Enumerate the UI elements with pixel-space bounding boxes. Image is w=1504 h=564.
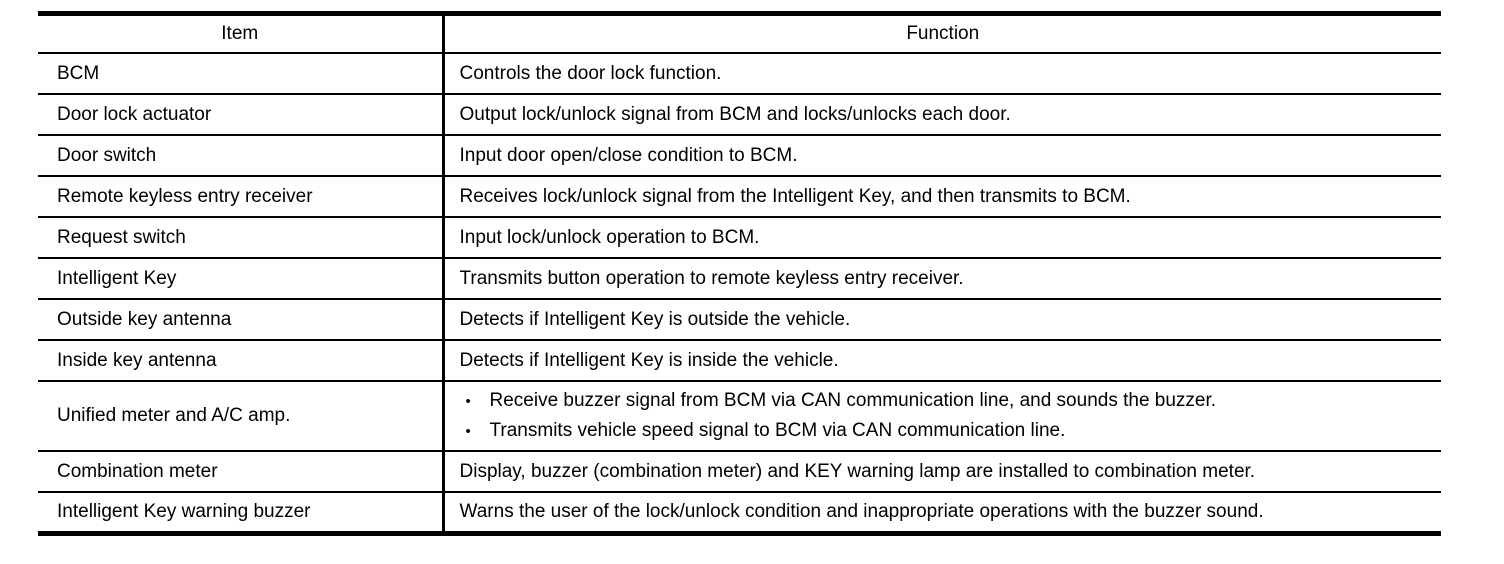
- item-cell: Combination meter: [38, 450, 445, 492]
- function-bullet-text: Transmits vehicle speed signal to BCM vi…: [489, 420, 1066, 441]
- function-cell: Input door open/close condition to BCM.: [443, 134, 1441, 176]
- item-function-table: Item Function BCM Controls the door lock…: [38, 11, 1441, 536]
- function-cell: Warns the user of the lock/unlock condit…: [443, 491, 1441, 533]
- function-cell: Transmits button operation to remote key…: [443, 257, 1441, 299]
- table-row: BCM Controls the door lock function.: [38, 52, 1441, 94]
- function-cell: Output lock/unlock signal from BCM and l…: [443, 93, 1441, 135]
- table-row: Request switch Input lock/unlock operati…: [38, 216, 1441, 258]
- function-bullet-line: • Transmits vehicle speed signal to BCM …: [460, 416, 1442, 446]
- table-row: Remote keyless entry receiver Receives l…: [38, 175, 1441, 217]
- table-row: Intelligent Key Transmits button operati…: [38, 257, 1441, 299]
- function-cell: Input lock/unlock operation to BCM.: [443, 216, 1441, 258]
- item-cell: Door switch: [38, 134, 445, 176]
- table-row: Door switch Input door open/close condit…: [38, 134, 1441, 176]
- table-row: Intelligent Key warning buzzer Warns the…: [38, 491, 1441, 533]
- table-header-row: Item Function: [38, 12, 1441, 53]
- table-row: Unified meter and A/C amp. • Receive buz…: [38, 380, 1442, 451]
- item-cell: Unified meter and A/C amp.: [38, 380, 445, 451]
- function-cell: Detects if Intelligent Key is inside the…: [443, 339, 1441, 381]
- table-row: Combination meter Display, buzzer (combi…: [38, 450, 1441, 492]
- item-cell: Inside key antenna: [38, 339, 445, 381]
- function-cell: Detects if Intelligent Key is outside th…: [443, 298, 1441, 340]
- function-bullet-line: • Receive buzzer signal from BCM via CAN…: [460, 386, 1442, 416]
- column-header-function: Function: [443, 12, 1441, 53]
- item-cell: Request switch: [38, 216, 445, 258]
- item-cell: Remote keyless entry receiver: [38, 175, 445, 217]
- bullet-icon: •: [465, 423, 471, 440]
- item-cell: Intelligent Key warning buzzer: [38, 491, 445, 533]
- function-bullet-text: Receive buzzer signal from BCM via CAN c…: [489, 390, 1217, 411]
- item-cell: Intelligent Key: [38, 257, 445, 299]
- table-row: Door lock actuator Output lock/unlock si…: [38, 93, 1441, 135]
- table-row: Outside key antenna Detects if Intellige…: [38, 298, 1441, 340]
- item-cell: Outside key antenna: [38, 298, 445, 340]
- item-cell: BCM: [38, 52, 445, 94]
- table-row: Inside key antenna Detects if Intelligen…: [38, 339, 1441, 381]
- bullet-icon: •: [465, 393, 471, 410]
- column-header-item: Item: [38, 12, 445, 53]
- item-cell: Door lock actuator: [38, 93, 445, 135]
- function-cell: Receives lock/unlock signal from the Int…: [443, 175, 1441, 217]
- function-cell: Controls the door lock function.: [443, 52, 1441, 94]
- function-cell: Display, buzzer (combination meter) and …: [443, 450, 1441, 492]
- function-cell: • Receive buzzer signal from BCM via CAN…: [443, 380, 1442, 451]
